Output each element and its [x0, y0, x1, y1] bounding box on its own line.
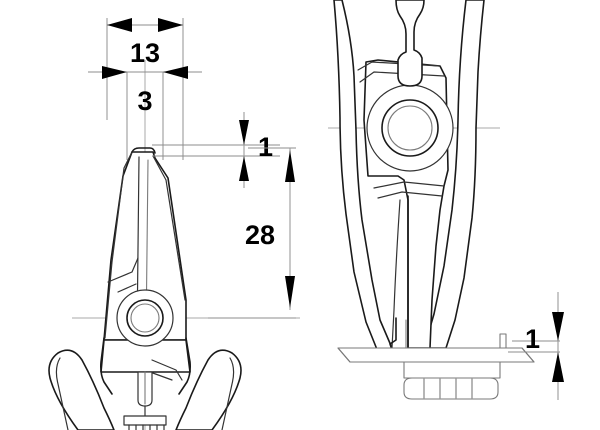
pivot-bore-side	[387, 105, 433, 151]
component-lead-right-stub	[499, 333, 507, 349]
upper-shoulder-line-2	[117, 283, 137, 293]
spring-comb-teeth	[128, 424, 165, 430]
arrow-28-top	[285, 150, 295, 182]
dimension-1-bottom: 1	[508, 292, 564, 400]
front-view-group: 13 3 1	[48, 18, 300, 430]
arrow-3-right	[163, 66, 188, 79]
resistor-body	[403, 377, 499, 400]
arrow-1-top-upper	[239, 120, 249, 145]
resistor-lead-left	[403, 361, 419, 379]
arrow-1-bottom-lower	[552, 352, 564, 382]
front-view-head-body	[100, 337, 191, 395]
dim-label-13: 13	[130, 38, 160, 68]
dim-label-1-bottom: 1	[525, 324, 540, 354]
arrow-28-bottom	[285, 276, 295, 308]
jaw-tip-cap	[131, 147, 156, 154]
front-view-spring	[123, 371, 167, 430]
upper-shoulder-line	[107, 257, 139, 283]
jaw-lower-bevel-2	[377, 191, 443, 199]
head-left-side	[100, 337, 113, 395]
arrow-3-left	[102, 66, 127, 79]
head-right-side	[178, 337, 191, 395]
dim-label-3: 3	[137, 86, 152, 116]
dimension-28: 28	[208, 147, 296, 319]
handle-left-inner-line	[55, 357, 69, 430]
blade-back-line	[391, 199, 401, 349]
spring-body-side	[395, 0, 425, 87]
dimension-3: 3	[88, 66, 202, 160]
pivot-bore	[130, 303, 160, 333]
dimension-13: 13	[106, 18, 184, 160]
spring-comb-bar	[123, 415, 167, 426]
pcb-board	[337, 347, 535, 363]
left-arm-outline	[333, 0, 393, 353]
front-view-jaw-outline	[103, 147, 187, 341]
handle-right-inner-line	[221, 357, 235, 430]
arrow-1-top-lower	[239, 156, 249, 181]
handle-left-outer	[48, 349, 115, 430]
dim-label-28: 28	[245, 220, 275, 250]
arrow-1-bottom-upper	[552, 312, 564, 341]
pcb-left-edge	[337, 347, 351, 363]
jaw-lower-bevel	[373, 181, 445, 189]
jaw-body-outline	[103, 151, 187, 341]
front-view-pivot	[116, 289, 174, 347]
side-view-pivot	[366, 84, 454, 172]
jaw-bevel-line	[152, 155, 186, 301]
resistor	[403, 361, 501, 400]
lower-shoulder-line-2	[149, 371, 173, 381]
pcb-right-edge	[521, 347, 535, 363]
front-view-shoulders	[107, 257, 183, 381]
side-view-spring	[395, 0, 425, 87]
arrow-13-right	[158, 18, 183, 32]
resistor-lead-right	[485, 361, 501, 379]
jaw-left-edge	[104, 151, 133, 339]
side-view-group: 1	[328, 0, 564, 400]
dim-label-1-top: 1	[258, 132, 273, 162]
arrow-13-left	[107, 18, 132, 32]
lower-shoulder-line	[151, 359, 183, 381]
front-view-handles	[48, 349, 242, 430]
handle-right-outer	[175, 349, 242, 430]
side-view-left-arm	[333, 0, 393, 353]
dimension-1-top: 1	[152, 112, 280, 188]
pcb-assembly	[337, 319, 535, 400]
